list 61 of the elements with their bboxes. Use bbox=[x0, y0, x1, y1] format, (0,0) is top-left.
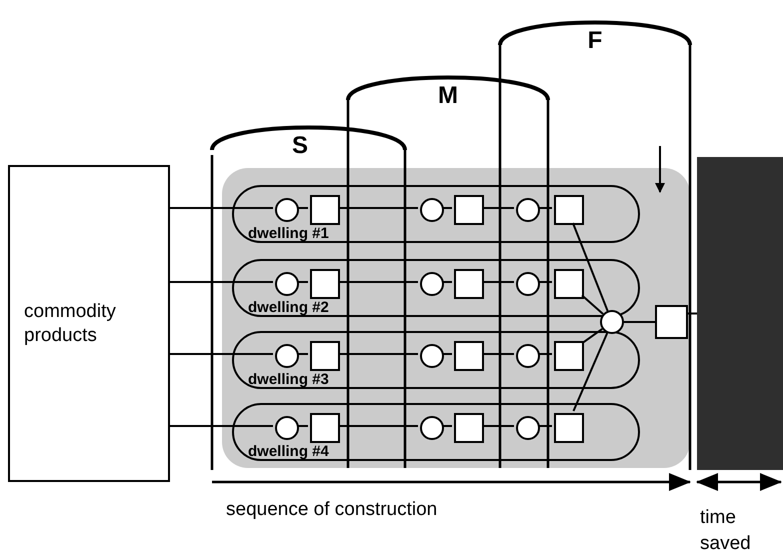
connector-line bbox=[482, 425, 514, 427]
square-node bbox=[454, 413, 484, 443]
connector-line bbox=[538, 425, 552, 427]
square-node bbox=[554, 195, 584, 225]
connector-line bbox=[688, 312, 697, 314]
dwelling-pill bbox=[232, 185, 640, 243]
connector-line bbox=[581, 294, 604, 315]
square-node bbox=[310, 269, 340, 299]
dwelling-pill bbox=[232, 259, 640, 317]
connector-line bbox=[338, 281, 418, 283]
connector-line bbox=[338, 353, 418, 355]
square-node bbox=[554, 269, 584, 299]
axis-label: sequence of construction bbox=[226, 498, 438, 522]
source-box bbox=[8, 165, 170, 482]
connector-line bbox=[572, 332, 608, 412]
connector-line bbox=[170, 207, 273, 209]
square-node bbox=[454, 195, 484, 225]
connector-line bbox=[297, 207, 308, 209]
square-node bbox=[554, 413, 584, 443]
connector-line bbox=[170, 281, 273, 283]
stage-label: M bbox=[437, 81, 459, 111]
connector-line bbox=[538, 353, 552, 355]
connector-line bbox=[442, 425, 452, 427]
square-node bbox=[554, 341, 584, 371]
connector-line bbox=[482, 281, 514, 283]
axis-label: time saved bbox=[700, 506, 752, 556]
stage-label: F bbox=[586, 26, 604, 56]
connector-line bbox=[442, 353, 452, 355]
connector-line bbox=[538, 207, 552, 209]
connector-line bbox=[170, 353, 273, 355]
connector-line bbox=[581, 328, 603, 344]
connector-line bbox=[624, 321, 655, 323]
connector-line bbox=[297, 353, 308, 355]
dwelling-label: dwelling #4 bbox=[248, 443, 329, 460]
connector-line bbox=[538, 281, 552, 283]
square-node bbox=[310, 195, 340, 225]
connector-line bbox=[297, 281, 308, 283]
dwelling-pill bbox=[232, 403, 640, 461]
connector-line bbox=[442, 207, 452, 209]
square-node bbox=[454, 341, 484, 371]
pointer-arrow bbox=[655, 146, 665, 193]
connector-line bbox=[338, 207, 418, 209]
square-node bbox=[655, 305, 688, 339]
connector-line bbox=[338, 425, 418, 427]
dwelling-label: dwelling #1 bbox=[248, 225, 329, 242]
dwelling-pill bbox=[232, 331, 640, 389]
connector-line bbox=[572, 222, 609, 312]
connector-line bbox=[482, 353, 514, 355]
stage-label: S bbox=[290, 131, 309, 161]
connector-line bbox=[442, 281, 452, 283]
dwelling-label: dwelling #2 bbox=[248, 299, 329, 316]
dwelling-label: dwelling #3 bbox=[248, 371, 329, 388]
square-node bbox=[454, 269, 484, 299]
square-node bbox=[310, 341, 340, 371]
shaded-area bbox=[222, 168, 690, 468]
square-node bbox=[310, 413, 340, 443]
box-label: commodity products bbox=[24, 300, 117, 348]
dark-bar bbox=[697, 157, 783, 470]
connector-line bbox=[170, 425, 273, 427]
connector-line bbox=[297, 425, 308, 427]
connector-line bbox=[482, 207, 514, 209]
